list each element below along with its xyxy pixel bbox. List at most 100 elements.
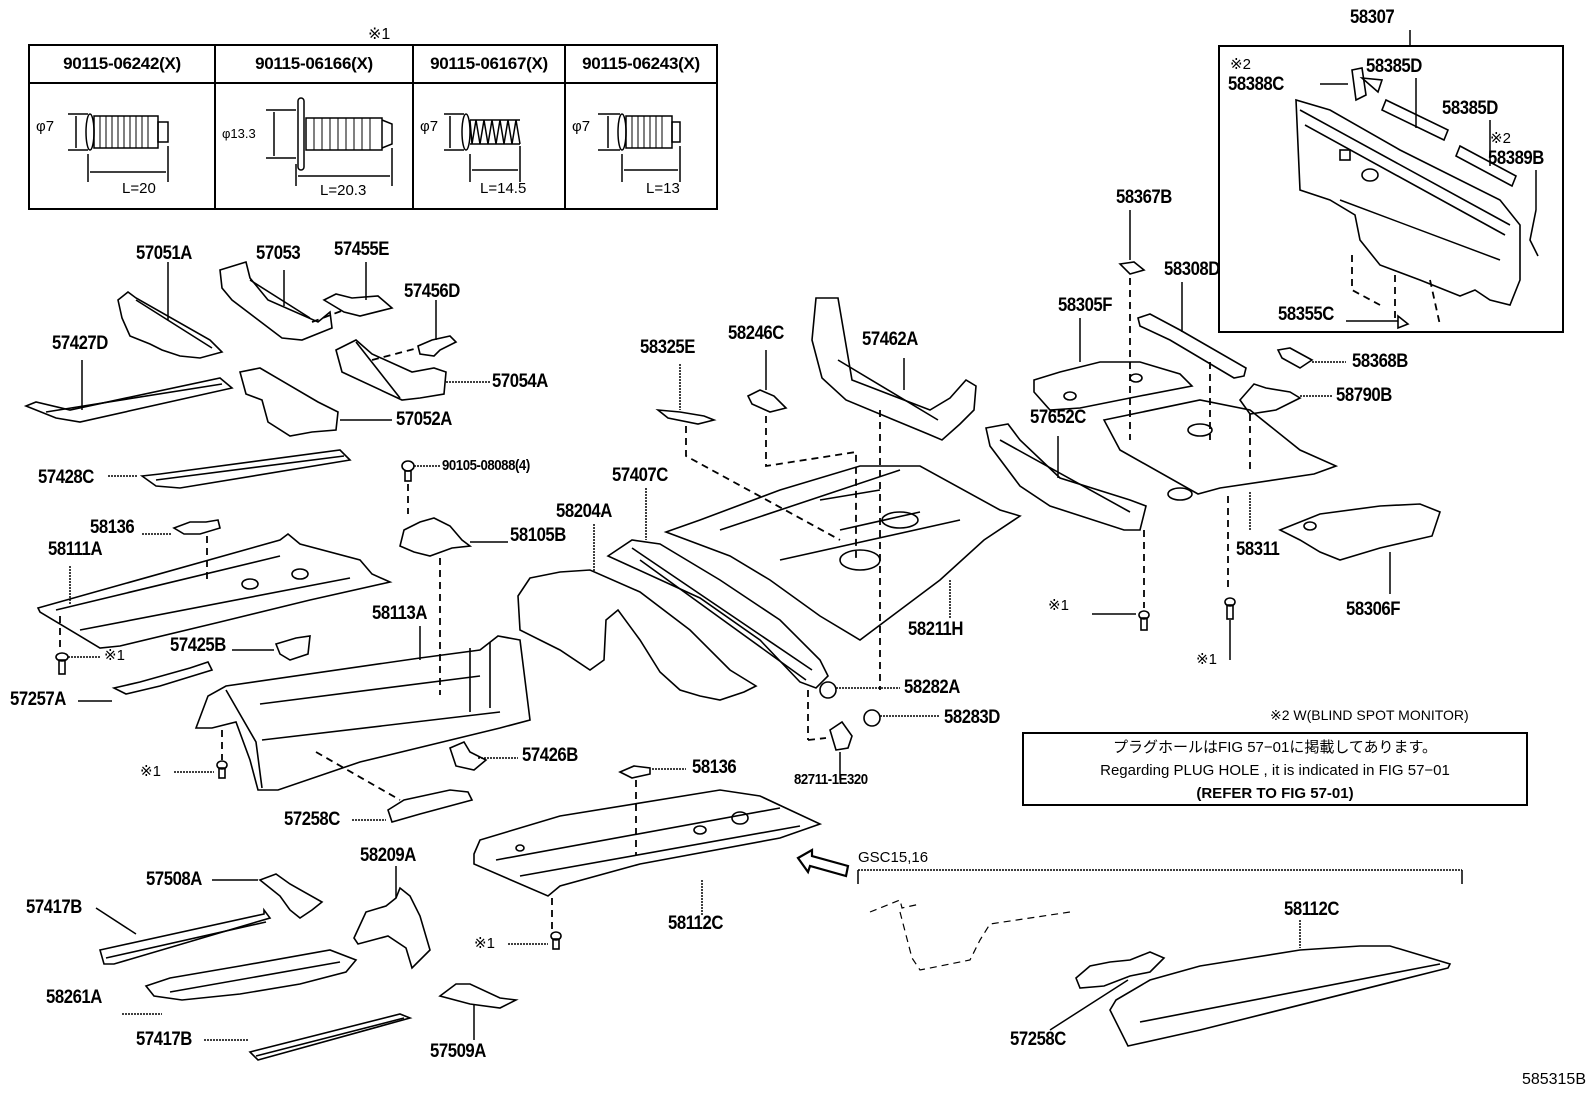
part-82711-1E320 [829, 720, 853, 780]
part-label-82711-1E320[interactable]: 82711-1E320 [794, 771, 868, 788]
part-57052A [239, 367, 392, 437]
part-label-90105-08088[interactable]: 90105-08088(4) [442, 457, 530, 474]
part-label-58261A[interactable]: 58261A [46, 987, 102, 1008]
part-label-58368B[interactable]: 58368B [1352, 351, 1408, 372]
part-57508A [212, 873, 324, 919]
part-label-58282A[interactable]: 58282A [904, 677, 960, 698]
part-label-57417B[interactable]: 57417B [26, 897, 82, 918]
part-label-58136[interactable]: 58136 [90, 517, 135, 538]
part-label-57462A[interactable]: 57462A [862, 329, 918, 350]
part-label-57426B[interactable]: 57426B [522, 745, 578, 766]
part-58211H [663, 465, 1022, 641]
fastener-ref-marker: ※1 [104, 647, 125, 664]
part-label-58308D[interactable]: 58308D [1164, 259, 1220, 280]
part-58112C-variant [869, 899, 1452, 1047]
part-58305F [1033, 318, 1194, 411]
part-label-58325E[interactable]: 58325E [640, 337, 696, 358]
part-58325E [655, 364, 841, 541]
part-label-57052A[interactable]: 57052A [396, 409, 452, 430]
part-label-58283D[interactable]: 58283D [944, 707, 1000, 728]
fastener-table-marker: ※1 [368, 26, 391, 43]
part-label-57425B[interactable]: 57425B [170, 635, 226, 656]
plug-hole-notice: プラグホールはFIG 57−01に掲載してあります。 Regarding PLU… [1022, 732, 1528, 806]
part-57426B [449, 740, 518, 771]
part-label-58113A[interactable]: 58113A [372, 603, 428, 624]
part-label-58367B[interactable]: 58367B [1116, 187, 1172, 208]
part-label-57258C-variant[interactable]: 57258C [1010, 1029, 1066, 1050]
part-label-57054A[interactable]: 57054A [492, 371, 548, 392]
fastener-ref-marker: ※1 [1048, 597, 1069, 614]
part-label-57508A[interactable]: 57508A [146, 869, 202, 890]
part-label-58209A[interactable]: 58209A [360, 845, 416, 866]
part-label-58307[interactable]: 58307 [1350, 7, 1395, 28]
part-label-57455E[interactable]: 57455E [334, 239, 390, 260]
part-label-58204A[interactable]: 58204A [556, 501, 612, 522]
part-label-58246C[interactable]: 58246C [728, 323, 784, 344]
fastener-ref-marker: ※1 [474, 935, 495, 952]
part-label-57652C[interactable]: 57652C [1030, 407, 1086, 428]
part-label-58136[interactable]: 58136 [692, 757, 737, 778]
part-58261A [122, 949, 358, 1015]
part-58105B [399, 517, 508, 695]
fastener-diameter: φ7 [36, 118, 55, 135]
part-57509A [438, 983, 519, 1040]
fastener-length: L=14.5 [480, 180, 527, 197]
clip-fastener [55, 652, 100, 675]
fastener-column: 90115-06242(X) φ7 L=20 [30, 46, 216, 208]
fastener-diameter: φ13.3 [222, 126, 256, 141]
part-label-57428C[interactable]: 57428C [38, 467, 94, 488]
gsc-variant-label: GSC15,16 [858, 849, 929, 866]
part-58204A [517, 524, 758, 701]
part-label-58388C[interactable]: 58388C [1228, 74, 1284, 95]
part-label-57051A[interactable]: 57051A [136, 243, 192, 264]
part-57462A [811, 297, 977, 690]
part-label-58385D[interactable]: 58385D [1366, 56, 1422, 77]
fastener-part-number[interactable]: 90115-06243(X) [566, 46, 716, 84]
part-57652C [985, 423, 1147, 608]
clip-fastener [508, 931, 562, 950]
part-58790B [1238, 383, 1332, 470]
part-label-58306F[interactable]: 58306F [1346, 599, 1401, 620]
part-label-57427D[interactable]: 57427D [52, 333, 108, 354]
part-57258C [352, 789, 474, 823]
fastener-length: L=13 [646, 180, 680, 197]
part-label-58311[interactable]: 58311 [1236, 539, 1280, 560]
part-58246C [746, 350, 857, 560]
part-label-58385D[interactable]: 58385D [1442, 98, 1498, 119]
part-label-58355C[interactable]: 58355C [1278, 304, 1334, 325]
part-label-57258C[interactable]: 57258C [284, 809, 340, 830]
fastener-column: 90115-06243(X) φ7 L=13 [566, 46, 716, 208]
clip-fastener [1224, 597, 1236, 660]
plug-hole-note-japanese: プラグホールはFIG 57−01に掲載してあります。 [1113, 739, 1437, 756]
part-label-58112C[interactable]: 58112C [668, 913, 724, 934]
screw-grommet-icon [444, 113, 521, 182]
refer-to-fig-link[interactable]: (REFER TO FIG 57-01) [1196, 785, 1354, 802]
fastener-part-number[interactable]: 90115-06166(X) [216, 46, 412, 84]
part-57428C [108, 449, 352, 489]
fastener-ref-marker: ※1 [140, 763, 161, 780]
fastener-part-number[interactable]: 90115-06242(X) [30, 46, 214, 84]
part-label-57417B[interactable]: 57417B [136, 1029, 192, 1050]
fastener-table: 90115-06242(X) φ7 L=20 [28, 44, 718, 210]
fastener-length: L=20.3 [320, 182, 367, 199]
part-label-58112C-variant[interactable]: 58112C [1284, 899, 1340, 920]
fastener-diameter: φ7 [572, 118, 591, 135]
part-label-57456D[interactable]: 57456D [404, 281, 460, 302]
part-label-58389B[interactable]: 58389B [1488, 148, 1544, 169]
fastener-part-number[interactable]: 90115-06167(X) [414, 46, 564, 84]
part-label-58790B[interactable]: 58790B [1336, 385, 1392, 406]
clip-fastener [1092, 610, 1150, 631]
part-label-57407C[interactable]: 57407C [612, 465, 668, 486]
part-57456D [417, 300, 458, 357]
part-57455E [311, 262, 394, 323]
part-label-58305F[interactable]: 58305F [1058, 295, 1113, 316]
part-57417B [95, 907, 272, 965]
part-label-57257A[interactable]: 57257A [10, 689, 66, 710]
part-label-58211H[interactable]: 58211H [908, 619, 964, 640]
diagram-id: 585315B [1521, 1071, 1586, 1088]
part-label-58105B[interactable]: 58105B [510, 525, 566, 546]
part-label-57053[interactable]: 57053 [256, 243, 301, 264]
part-label-57509A[interactable]: 57509A [430, 1041, 486, 1062]
part-label-58111A[interactable]: 58111A [48, 539, 103, 560]
